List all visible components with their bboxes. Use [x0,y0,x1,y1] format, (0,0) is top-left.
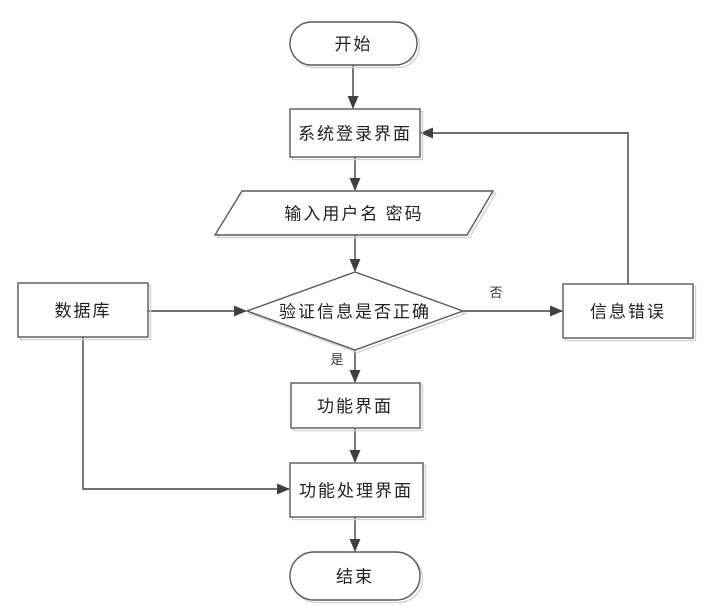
decision-shape [244,271,466,351]
node-label: 验证信息是否正确 [279,302,431,321]
edge-label-no: 否 [489,285,502,300]
node-info-error: 信息错误 [562,283,697,342]
node-label: 系统登录界面 [298,124,412,143]
node-verify-info: 验证信息是否正确 [244,271,468,354]
process-shape [289,462,424,518]
data-shape [213,190,495,236]
edge-label-yes: 是 [330,352,343,367]
edge-database-to-processing [82,337,290,495]
node-start: 开始 [289,21,421,69]
edges: 是 否 [82,65,629,552]
node-label: 功能处理界面 [299,481,413,500]
node-label: 数据库 [55,301,112,320]
node-label: 输入用户名 密码 [284,204,423,223]
node-function-processing-screen: 功能处理界面 [289,462,427,521]
process-shape [562,283,694,339]
terminator-shape [289,21,418,66]
process-shape [289,108,421,158]
process-shape [17,282,149,338]
node-label: 结束 [336,567,374,586]
node-input-credentials: 输入用户名 密码 [213,190,497,239]
node-function-screen: 功能界面 [290,382,424,432]
edge-error-to-login [420,127,629,284]
process-shape [290,382,421,429]
node-label: 开始 [335,35,373,54]
node-database: 数据库 [17,282,152,341]
node-end: 结束 [289,551,424,604]
node-login-screen: 系统登录界面 [289,108,424,161]
terminator-shape [289,551,421,601]
node-label: 功能界面 [317,397,393,416]
node-label: 信息错误 [590,302,666,321]
